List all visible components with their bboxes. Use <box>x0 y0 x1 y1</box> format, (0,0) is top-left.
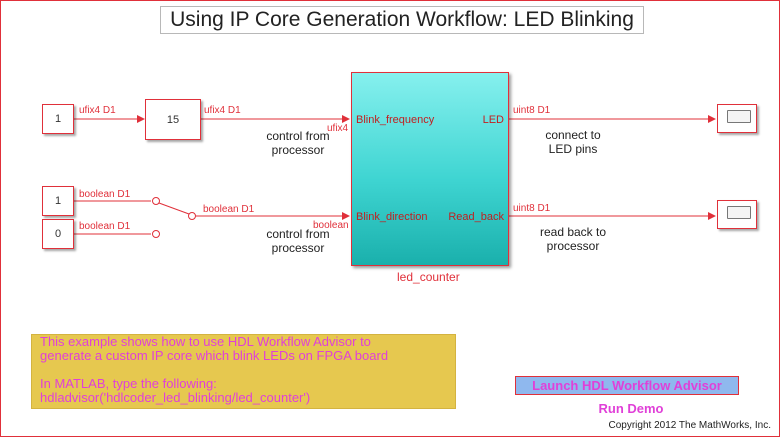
note-line-1: This example shows how to use HDL Workfl… <box>40 334 371 349</box>
constant-block-dir-one[interactable]: 1 <box>42 186 74 216</box>
signal-label-led: uint8 D1 <box>513 105 551 116</box>
scope-icon <box>727 206 751 219</box>
switch-lever <box>158 202 190 215</box>
model-title: Using IP Core Generation Workflow: LED B… <box>160 6 644 34</box>
out-port-read-back: Read_back <box>448 211 504 223</box>
signal-label-gain: ufix4 D1 <box>204 105 241 116</box>
launch-workflow-advisor-button[interactable]: Launch HDL Workflow Advisor <box>515 376 739 395</box>
gain-block[interactable]: 15 <box>145 99 201 140</box>
scope-block-led[interactable] <box>717 104 757 133</box>
signal-label-readback: uint8 D1 <box>513 203 551 214</box>
signal-label-dir0: boolean D1 <box>79 221 131 232</box>
subsystem-name-label: led_counter <box>397 270 460 284</box>
note-line-4: hdladvisor('hdlcoder_led_blinking/led_co… <box>40 390 311 405</box>
signal-label-direction-in: boolean <box>313 220 349 231</box>
info-note: This example shows how to use HDL Workfl… <box>31 334 456 409</box>
run-demo-link[interactable]: Run Demo <box>598 401 664 416</box>
constant-block-one[interactable]: 1 <box>42 104 74 134</box>
note-line-3: In MATLAB, type the following: <box>40 376 217 391</box>
signal-label-frequency-in: ufix4 <box>327 123 349 134</box>
out-port-led: LED <box>482 114 504 126</box>
scope-icon <box>727 110 751 123</box>
in-port-blink-direction: Blink_direction <box>356 211 428 223</box>
note-line-2: generate a custom IP core which blink LE… <box>40 348 389 363</box>
switch-contact-bottom <box>152 230 160 238</box>
constant-block-dir-zero[interactable]: 0 <box>42 219 74 249</box>
switch-contact-top <box>152 197 160 205</box>
copyright-text: Copyright 2012 The MathWorks, Inc. <box>608 420 772 431</box>
in-port-blink-frequency: Blink_frequency <box>356 114 435 126</box>
signal-label-switch: boolean D1 <box>203 204 255 215</box>
signal-label-dir1: boolean D1 <box>79 189 131 200</box>
led-counter-subsystem[interactable]: Blink_frequency Blink_direction LED Read… <box>351 72 509 266</box>
switch-contact-out <box>188 212 196 220</box>
signal-label-const: ufix4 D1 <box>79 105 116 116</box>
scope-block-readback[interactable] <box>717 200 757 229</box>
